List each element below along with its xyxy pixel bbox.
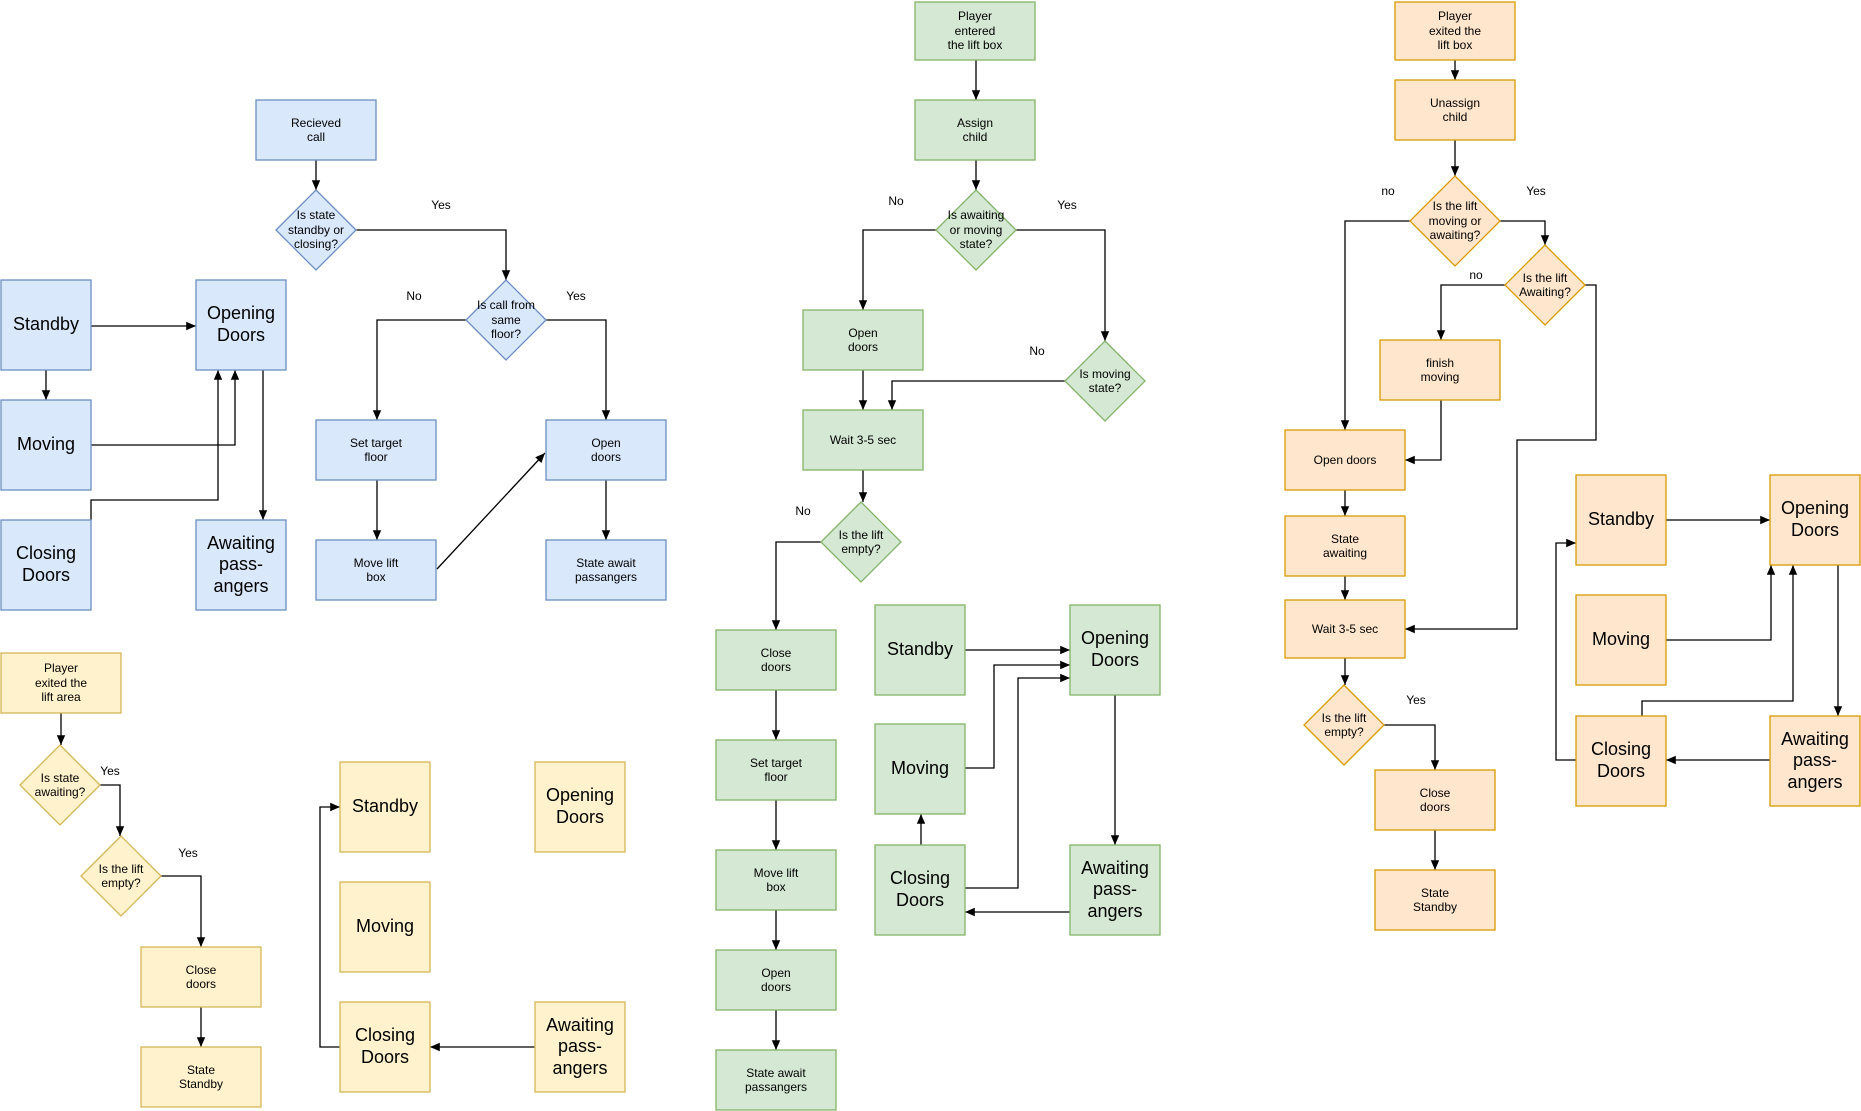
node-received-call-flow-is-call-from-same-floor	[465, 279, 547, 361]
edge-player-exited-lift-box-flow-5	[1405, 400, 1442, 465]
edge-received-call-flow-2	[372, 319, 466, 420]
node-player-exited-lift-area-flow-is-the-lift-empty	[80, 835, 162, 917]
node-player-entered-lift-box-flow-sm-moving	[874, 723, 966, 815]
node-player-exited-lift-box-flow-open-doors	[1284, 429, 1406, 491]
edge-received-call-flow-3	[546, 319, 611, 420]
node-received-call-flow-sm-closing-doors	[0, 519, 92, 611]
node-player-exited-lift-box-flow-sm-standby	[1575, 474, 1667, 566]
node-player-entered-lift-box-flow-open-doors-2	[715, 949, 837, 1011]
edge-received-call-flow-5	[436, 452, 546, 570]
node-received-call-flow-state-await-passangers	[545, 539, 667, 601]
node-received-call-flow-sm-awaiting-passangers	[195, 519, 287, 611]
edge-player-entered-lift-box-flow-7	[771, 541, 821, 630]
node-received-call-flow-is-state-standby-or-closing	[275, 189, 357, 271]
edge-player-entered-lift-box-flow-14	[965, 673, 1070, 889]
edge-player-entered-lift-box-flow-5	[887, 380, 1065, 410]
node-player-exited-lift-area-flow-sm-awaiting-passangers	[534, 1001, 626, 1093]
edge-player-exited-lift-box-flow-17	[1555, 538, 1576, 761]
node-player-entered-lift-box-flow-state-await-passangers	[715, 1049, 837, 1111]
node-received-call-flow-sm-standby	[0, 279, 92, 371]
node-player-entered-lift-box-flow-is-moving-state	[1064, 340, 1146, 422]
edge-player-exited-lift-box-flow-10	[1384, 724, 1440, 770]
node-player-entered-lift-box-flow-set-target-floor	[715, 739, 837, 801]
node-player-entered-lift-box-flow-close-doors	[715, 629, 837, 691]
node-player-exited-lift-box-flow-close-doors	[1374, 769, 1496, 831]
node-player-entered-lift-box-flow-sm-awaiting-passangers	[1069, 844, 1161, 936]
node-player-exited-lift-box-flow-is-the-lift-empty	[1303, 684, 1385, 766]
node-player-exited-lift-area-flow-sm-closing-doors	[339, 1001, 431, 1093]
edge-player-exited-lift-area-flow-2	[161, 875, 206, 947]
edge-player-exited-lift-box-flow-2	[1340, 220, 1410, 430]
node-player-entered-lift-box-flow-open-doors-1	[802, 309, 924, 371]
node-player-entered-lift-box-flow-assign-child	[914, 99, 1036, 161]
edge-received-call-flow-9	[91, 370, 240, 446]
node-received-call-flow-recieved-call	[255, 99, 377, 161]
node-player-exited-lift-area-flow-state-standby	[140, 1046, 262, 1108]
node-player-entered-lift-box-flow-wait-3-5-sec	[802, 409, 924, 471]
edge-player-exited-lift-box-flow-3	[1500, 220, 1550, 245]
node-player-exited-lift-box-flow-state-awaiting	[1284, 515, 1406, 577]
node-player-entered-lift-box-flow-move-lift-box	[715, 849, 837, 911]
node-player-exited-lift-box-flow-is-the-lift-awaiting	[1504, 244, 1586, 326]
node-player-exited-lift-area-flow-player-exited-the-lift-area	[0, 652, 122, 714]
node-player-entered-lift-box-flow-sm-closing-doors	[874, 844, 966, 936]
node-player-exited-lift-box-flow-is-the-lift-moving-or-awaiting	[1409, 175, 1501, 267]
edge-player-exited-lift-box-flow-14	[1641, 565, 1798, 716]
node-received-call-flow-move-lift-box	[315, 539, 437, 601]
node-player-entered-lift-box-flow-player-entered-the-lift-box	[914, 1, 1036, 61]
edge-player-exited-lift-box-flow-13	[1666, 565, 1776, 641]
node-player-exited-lift-box-flow-sm-moving	[1575, 594, 1667, 686]
node-player-exited-lift-box-flow-unassign-child	[1394, 79, 1516, 141]
node-player-exited-lift-box-flow-sm-closing-doors	[1575, 715, 1667, 807]
node-player-exited-lift-box-flow-sm-awaiting-passangers	[1769, 715, 1861, 807]
node-player-exited-lift-box-flow-finish-moving	[1379, 339, 1501, 401]
node-player-exited-lift-area-flow-is-state-awaiting	[19, 744, 101, 826]
node-received-call-flow-set-target-floor	[315, 419, 437, 481]
node-received-call-flow-open-doors	[545, 419, 667, 481]
edge-player-entered-lift-box-flow-13	[965, 660, 1070, 769]
node-player-exited-lift-box-flow-player-exited-the-lift-box	[1394, 1, 1516, 61]
node-player-exited-lift-area-flow-sm-moving	[339, 881, 431, 973]
node-player-exited-lift-box-flow-sm-opening-doors	[1769, 474, 1861, 566]
node-player-exited-lift-area-flow-close-doors	[140, 946, 262, 1008]
edge-player-entered-lift-box-flow-3	[1016, 229, 1110, 341]
edge-player-exited-lift-box-flow-6	[1405, 284, 1597, 634]
node-player-exited-lift-box-flow-wait-3-5-sec	[1284, 599, 1406, 659]
node-player-exited-lift-area-flow-sm-standby	[339, 761, 431, 853]
edge-player-exited-lift-box-flow-4	[1436, 284, 1505, 340]
node-received-call-flow-sm-moving	[0, 399, 92, 491]
node-player-entered-lift-box-flow-is-the-lift-empty	[820, 501, 902, 583]
edge-player-exited-lift-area-flow-5	[319, 802, 340, 1048]
node-received-call-flow-sm-opening-doors	[195, 279, 287, 371]
node-player-exited-lift-area-flow-sm-opening-doors	[534, 761, 626, 853]
node-player-exited-lift-box-flow-state-standby	[1374, 869, 1496, 931]
edge-player-entered-lift-box-flow-2	[858, 229, 936, 310]
edge-received-call-flow-10	[90, 370, 223, 520]
edge-player-exited-lift-area-flow-1	[100, 784, 125, 836]
node-player-entered-lift-box-flow-sm-opening-doors	[1069, 604, 1161, 696]
edge-received-call-flow-1	[356, 229, 511, 280]
node-player-entered-lift-box-flow-is-awaiting-or-moving-state	[935, 189, 1017, 271]
node-player-entered-lift-box-flow-sm-standby	[874, 604, 966, 696]
